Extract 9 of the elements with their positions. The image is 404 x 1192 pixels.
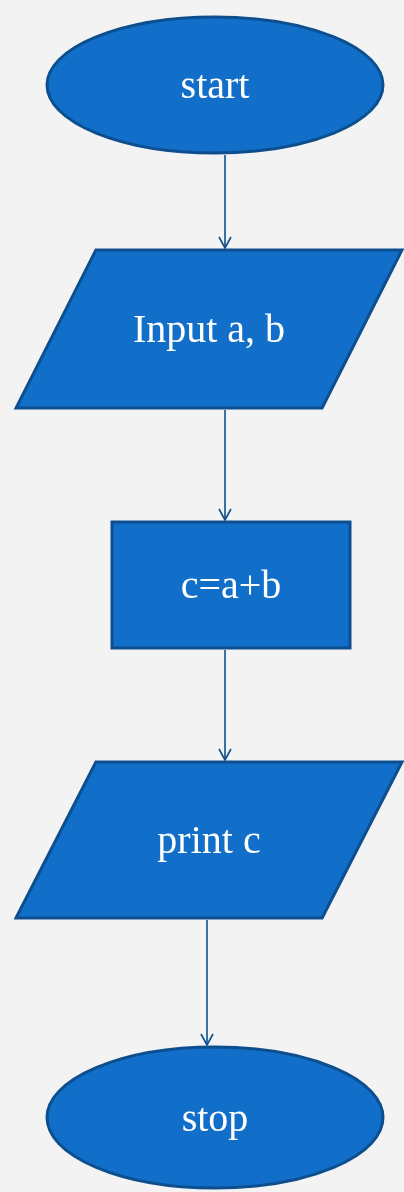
arrow [200,919,214,1046]
node-label: print c [157,816,261,864]
node-label: Input a, b [132,305,286,353]
node-label: start [180,61,250,109]
arrow [218,409,232,521]
arrow [218,649,232,761]
arrow [218,154,232,249]
node-label: c=a+b [180,561,282,609]
node-label: stop [181,1093,249,1142]
